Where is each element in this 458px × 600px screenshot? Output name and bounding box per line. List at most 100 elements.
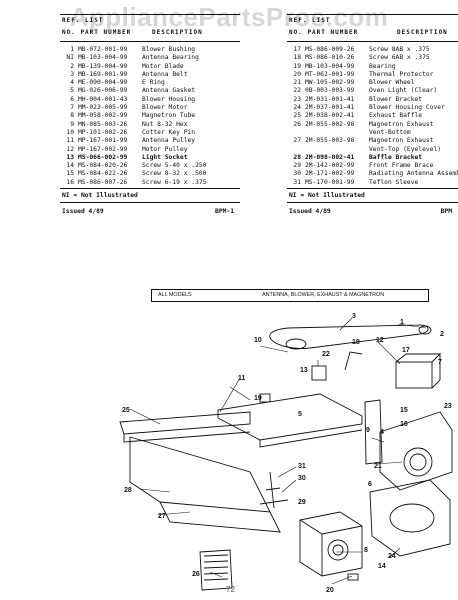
part-number: MB-103-004-99 xyxy=(78,54,128,62)
part-description: Front Frame Brace xyxy=(369,162,434,170)
ref-number: 9 xyxy=(70,120,74,128)
ref-number: 8 xyxy=(70,112,74,120)
callout-26: 26 xyxy=(192,571,200,578)
table-row: Vent-Bottom xyxy=(287,128,458,136)
page-code: BPM xyxy=(440,208,452,216)
part-number: MS-086-007-26 xyxy=(78,178,128,186)
header-ref-list: REF. LIST xyxy=(289,17,331,24)
part-description: Antenna Bearing xyxy=(142,54,199,62)
table-footer: Issued 4/89 BPM-1 xyxy=(60,203,240,217)
part-number: 2M-142-002-99 xyxy=(305,162,355,170)
part-description: Motor Blade xyxy=(142,62,184,70)
callout-1: 1 xyxy=(400,319,404,326)
callout-25: 25 xyxy=(122,407,130,414)
not-illustrated-note: NI = Not Illustrated xyxy=(287,189,458,204)
ref-number: 16 xyxy=(66,178,74,186)
part-number: MB-139-004-99 xyxy=(78,62,128,70)
light-socket-drawing xyxy=(311,365,327,381)
callout-20: 20 xyxy=(326,587,334,594)
ref-number: 19 xyxy=(293,62,301,70)
header-part-number: NO. PART NUMBER xyxy=(289,29,359,36)
ref-number: 5 xyxy=(70,87,74,95)
ref-number xyxy=(287,128,305,136)
bearing-drawing xyxy=(259,393,271,403)
callout-15: 15 xyxy=(400,407,408,414)
ref-number: 28 xyxy=(293,153,301,161)
page-number: 72 xyxy=(226,585,235,594)
magnetron-exhaust-vent-drawing xyxy=(199,549,233,591)
ref-number: 10 xyxy=(66,128,74,136)
ref-number: 15 xyxy=(66,170,74,178)
leader-lines xyxy=(129,317,427,585)
part-description: Screw 8-32 x .500 xyxy=(142,170,207,178)
exhaust-baffle-drawing xyxy=(129,436,271,513)
table-header: REF. LIST NO. PART NUMBER DESCRIPTION xyxy=(287,14,458,42)
ref-number: 6 xyxy=(70,95,74,103)
callout-3: 3 xyxy=(352,313,356,320)
ref-number: 25 xyxy=(293,112,301,120)
part-description: Magnetron Exhaust xyxy=(369,137,434,145)
callout-9: 9 xyxy=(366,427,370,434)
part-number: 2M-038-002-41 xyxy=(305,112,355,120)
callout-21: 21 xyxy=(374,463,382,470)
diagram-linework xyxy=(119,324,453,591)
part-number: MS-084-022-26 xyxy=(78,170,128,178)
part-description: Baffle Bracket xyxy=(369,153,423,161)
part-number: MP-167-001-99 xyxy=(78,137,128,145)
part-description: Radiating Antenna Assemb xyxy=(369,170,458,178)
part-number: MM-023-005-99 xyxy=(78,104,128,112)
part-description: Vent-Top (Eyelevel) xyxy=(369,145,442,153)
ref-number: 31 xyxy=(293,178,301,186)
issued-date: Issued 4/89 xyxy=(62,208,104,216)
ref-number: 30 xyxy=(293,170,301,178)
ref-number: 29 xyxy=(293,162,301,170)
header-description: DESCRIPTION xyxy=(397,29,448,36)
exploded-parts-diagram: 1 2 3 4 5 6 7 8 9 10 11 12 13 14 15 16 1… xyxy=(119,313,453,594)
callout-28: 28 xyxy=(124,487,132,494)
ref-number: 2 xyxy=(70,62,74,70)
part-description: Antenna Pulley xyxy=(142,137,196,145)
ref-number: 27 xyxy=(293,137,301,145)
callout-13: 13 xyxy=(300,367,308,374)
ref-number: NI xyxy=(66,54,74,62)
oven-light-drawing xyxy=(344,351,363,371)
ref-number: 21 xyxy=(293,79,301,87)
part-description: Screw 6-19 x .375 xyxy=(142,178,207,186)
part-description: Antenna Gasket xyxy=(142,87,196,95)
magnetron-tube-drawing xyxy=(299,511,363,577)
ref-number: 12 xyxy=(66,145,74,153)
callout-12: 12 xyxy=(376,337,384,344)
ref-number: 4 xyxy=(70,79,74,87)
blower-wheel-drawing xyxy=(403,447,433,477)
part-description: Blower Housing xyxy=(142,95,196,103)
table-row: 29 2M-142-002-99 Front Frame Brace xyxy=(287,161,458,169)
part-description: Oven Light (Clear) xyxy=(369,87,438,95)
callout-19: 19 xyxy=(254,395,262,402)
part-number: 0B-003-003-99 xyxy=(305,87,355,95)
part-number xyxy=(305,128,369,136)
part-description: Antenna Belt xyxy=(142,70,188,78)
callout-5: 5 xyxy=(298,411,302,418)
table-row: 15 MS-084-022-26 Screw 8-32 x .500 xyxy=(60,169,240,177)
part-description: Blower Bracket xyxy=(369,95,423,103)
